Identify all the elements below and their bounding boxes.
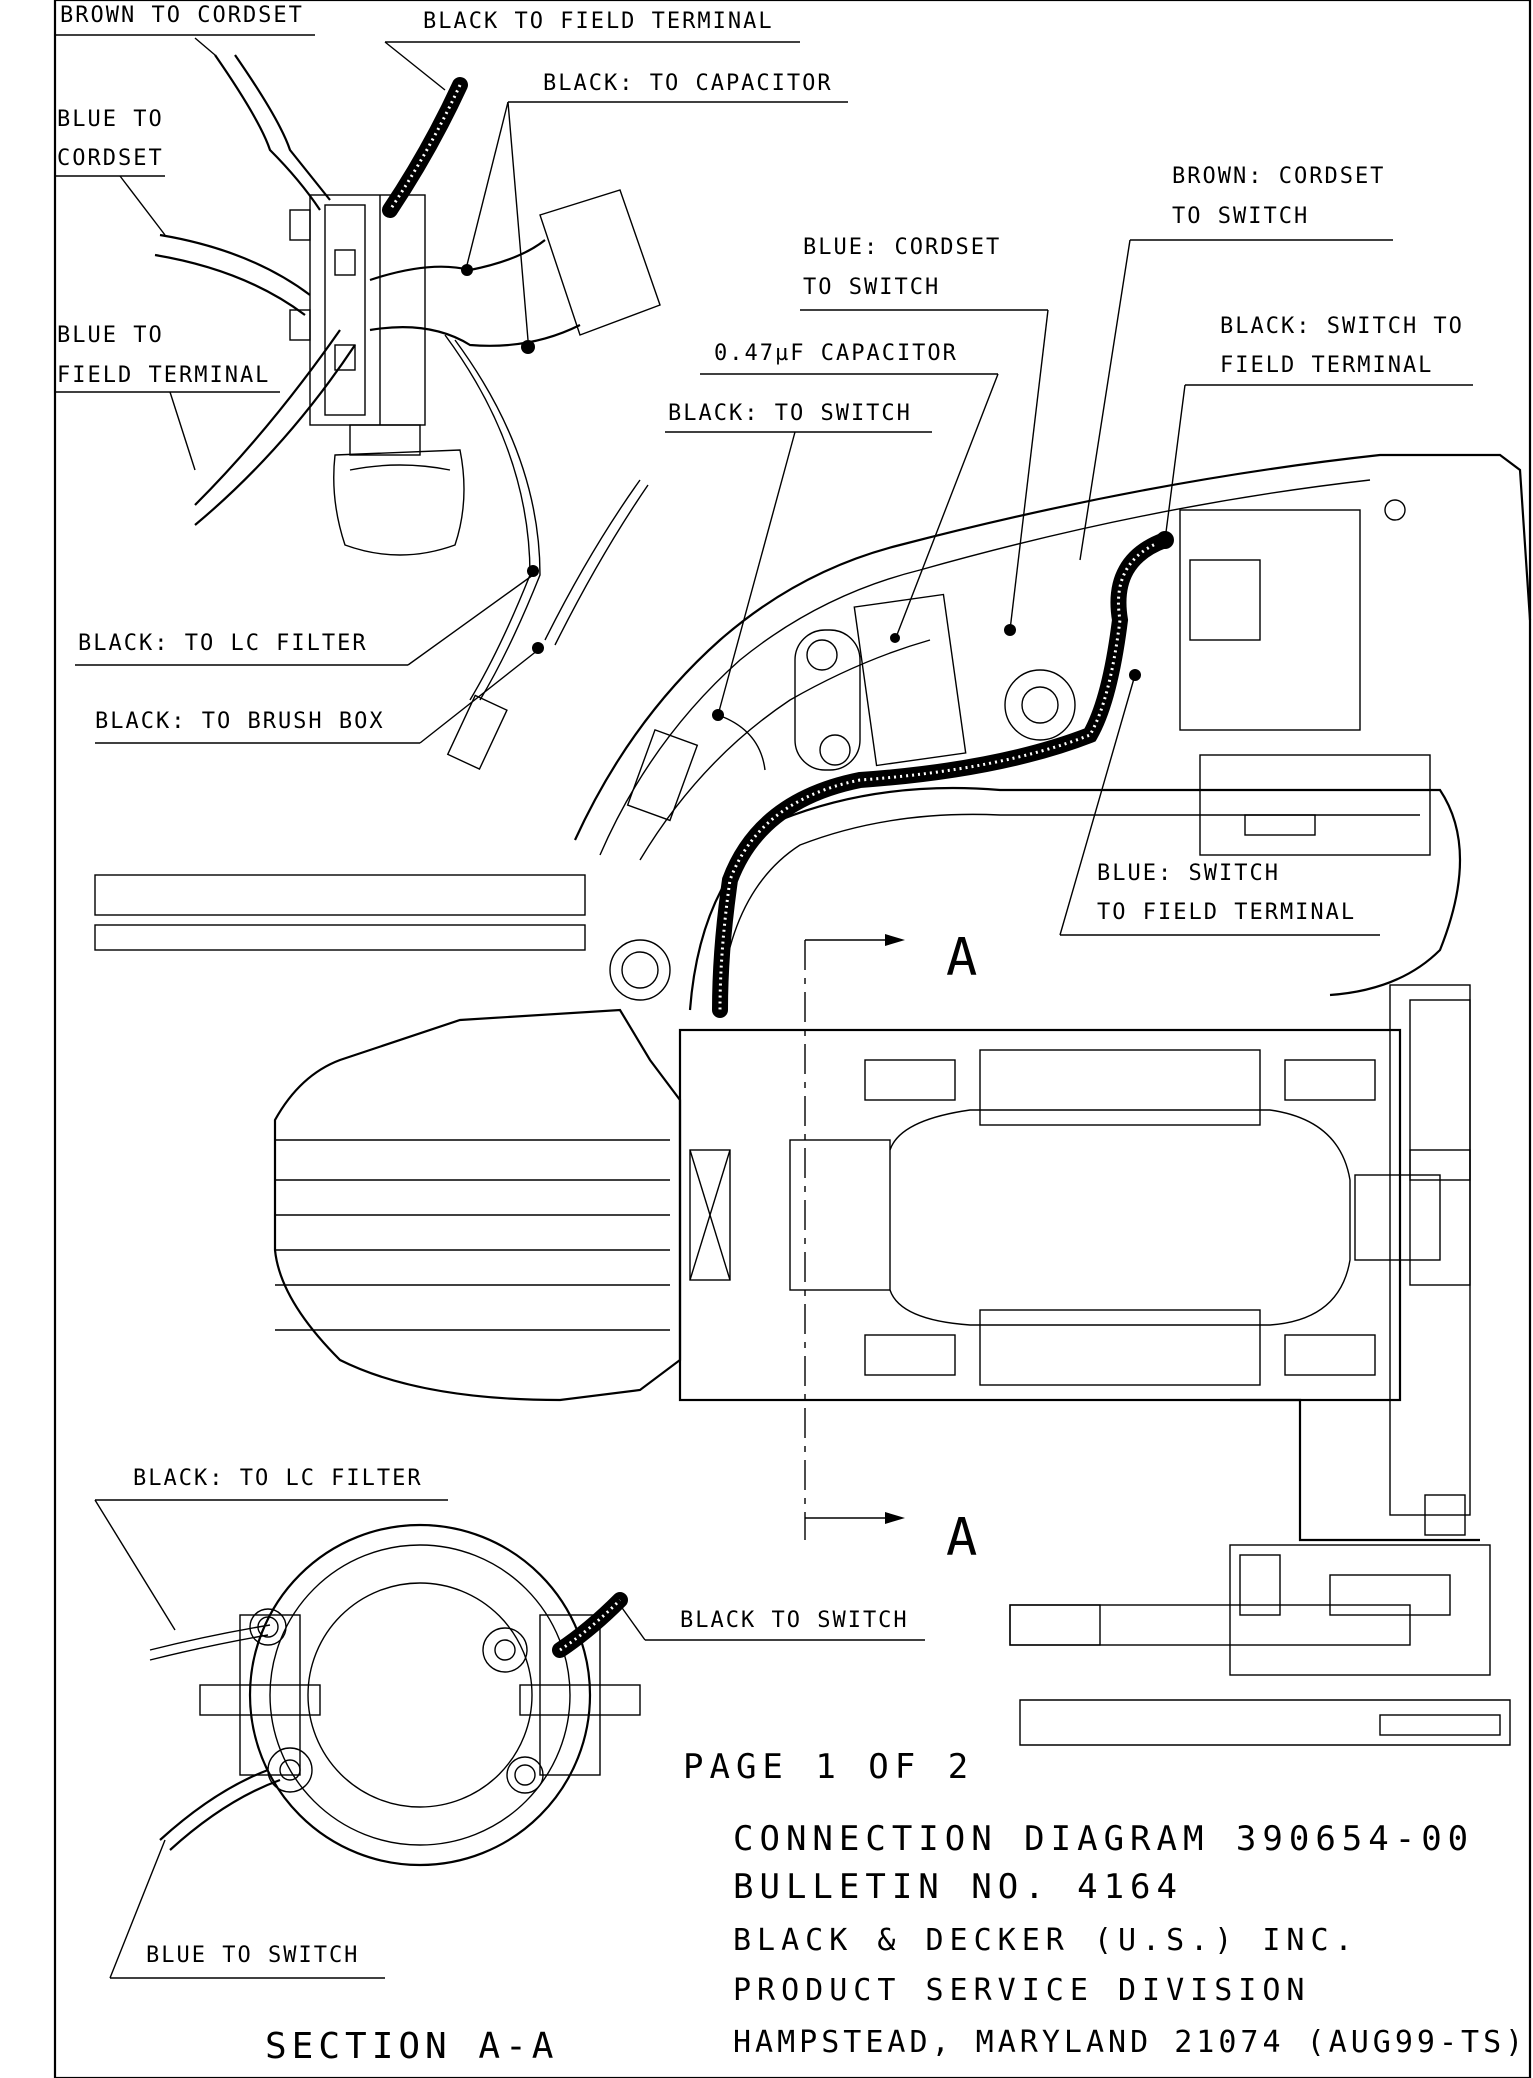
label-blue-cordset-switch-2: TO SWITCH (803, 275, 940, 300)
label-black-to-capacitor: BLACK: TO CAPACITOR (543, 71, 833, 96)
diagram-number: CONNECTION DIAGRAM 390654-00 (733, 1819, 1474, 1859)
label-blue-to-cordset-2: CORDSET (57, 146, 164, 171)
label-section-blue-to-switch: BLUE TO SWITCH (146, 1943, 359, 1968)
company-name: BLACK & DECKER (U.S.) INC. (733, 1923, 1359, 1958)
label-blue-cordset-switch-1: BLUE: CORDSET (803, 235, 1001, 260)
label-blue-to-cordset-1: BLUE TO (57, 107, 164, 132)
switch-detail (154, 54, 661, 771)
label-black-to-switch-top: BLACK: TO SWITCH (668, 401, 912, 426)
section-title: SECTION A-A (265, 2026, 558, 2067)
address: HAMPSTEAD, MARYLAND 21074 (AUG99-TS) (733, 2025, 1527, 2060)
label-brown-cordset-switch-2: TO SWITCH (1172, 204, 1309, 229)
label-black-to-brush-box: BLACK: TO BRUSH BOX (95, 709, 385, 734)
label-black-to-lc-filter: BLACK: TO LC FILTER (78, 631, 368, 656)
section-marker-bottom: A (946, 1508, 977, 1568)
label-blue-to-field-terminal-1: BLUE TO (57, 323, 164, 348)
label-black-switch-field-1: BLACK: SWITCH TO (1220, 314, 1464, 339)
label-section-lc-filter: BLACK: TO LC FILTER (133, 1466, 423, 1491)
label-brown-cordset-switch-1: BROWN: CORDSET (1172, 164, 1385, 189)
bulletin-number: BULLETIN NO. 4164 (733, 1867, 1183, 1907)
division-name: PRODUCT SERVICE DIVISION (733, 1973, 1310, 2008)
tool-assembly: A A (94, 453, 1532, 1746)
label-blue-to-field-terminal-2: FIELD TERMINAL (57, 363, 270, 388)
label-capacitor: 0.47µF CAPACITOR (714, 341, 958, 366)
label-blue-switch-field-2: TO FIELD TERMINAL (1097, 900, 1356, 925)
section-a-a-view (149, 1523, 641, 1867)
page-number: PAGE 1 OF 2 (683, 1747, 974, 1787)
label-section-black-to-switch: BLACK TO SWITCH (680, 1608, 909, 1633)
label-black-switch-field-2: FIELD TERMINAL (1220, 353, 1433, 378)
label-black-to-field-terminal: BLACK TO FIELD TERMINAL (423, 9, 774, 34)
callouts: BROWN TO CORDSET BLACK TO FIELD TERMINAL… (55, 3, 1473, 2067)
section-marker-top: A (946, 928, 977, 988)
label-blue-switch-field-1: BLUE: SWITCH (1097, 861, 1280, 886)
label-brown-to-cordset: BROWN TO CORDSET (60, 3, 304, 28)
title-block: PAGE 1 OF 2 CONNECTION DIAGRAM 390654-00… (683, 1747, 1527, 2060)
drawing-border (53, 0, 1532, 2078)
